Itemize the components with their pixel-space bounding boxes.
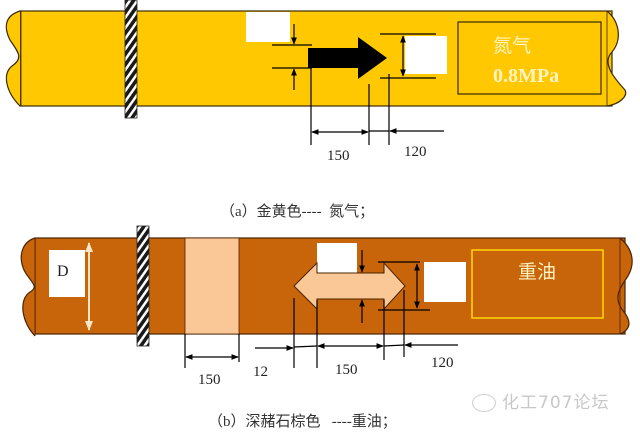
dim-gap-b: 120 — [431, 355, 454, 371]
label-plate-d — [49, 250, 85, 297]
flange-b — [136, 225, 150, 347]
flange-a — [124, 0, 138, 119]
caption-a: （a）金黄色---- 氮气； — [220, 204, 375, 220]
dim-arrow-length-a: 150 — [327, 148, 350, 164]
dim-arrow-length-b: 150 — [335, 362, 358, 378]
dimension-lines-b — [184, 250, 458, 368]
color-band-b — [184, 237, 240, 335]
dim-offset-b: 12 — [253, 364, 268, 380]
medium-label-a: 氮气 — [493, 35, 531, 57]
label-plate-b2 — [424, 262, 466, 302]
dim-gap-a: 120 — [404, 144, 427, 160]
wechat-icon — [472, 394, 496, 412]
watermark: 化工707论坛 — [472, 388, 609, 413]
medium-label-box-a — [457, 21, 602, 95]
pressure-label-a: 0.8MPa — [493, 65, 559, 87]
label-plate-b1 — [317, 243, 357, 275]
diameter-label: D — [57, 263, 69, 280]
medium-label-b: 重油 — [518, 261, 556, 283]
dimension-lines-a — [272, 24, 444, 145]
medium-label-box-b — [471, 249, 604, 319]
caption-b: （b）深赭石棕色 ----重油； — [208, 414, 397, 430]
flow-arrow-a — [308, 37, 387, 79]
watermark-text: 化工707论坛 — [502, 393, 610, 413]
label-plate-a1 — [246, 12, 290, 42]
label-plate-a2 — [405, 36, 447, 74]
dim-band-width-b: 150 — [198, 372, 221, 388]
